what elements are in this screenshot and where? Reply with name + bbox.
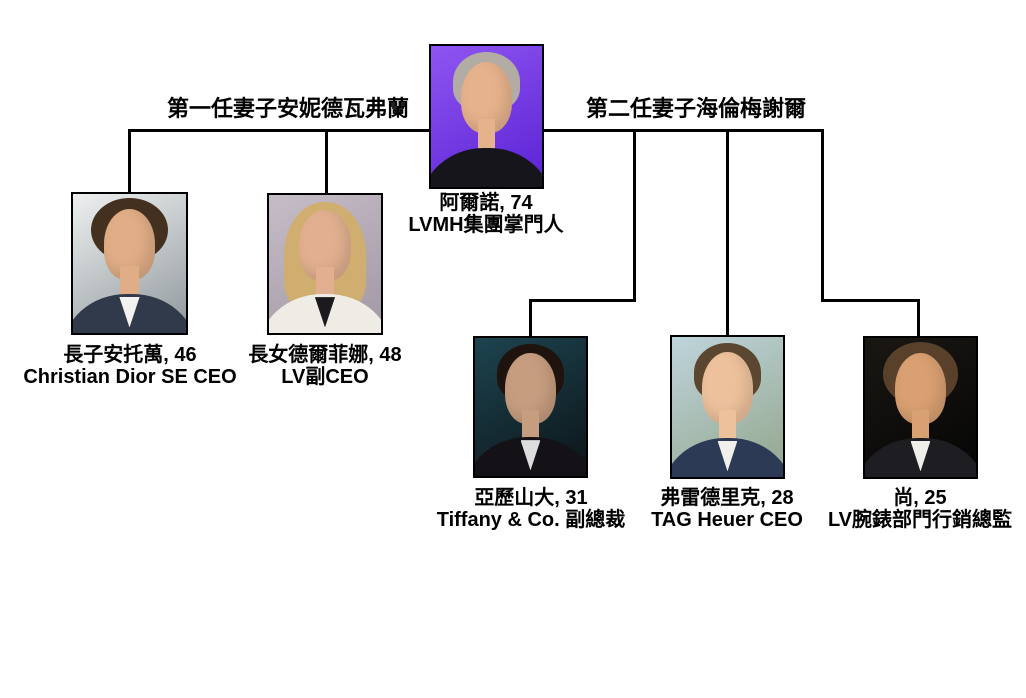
person-name: 長女德爾菲娜, 48 — [248, 344, 402, 366]
portrait-neck — [911, 410, 930, 444]
connector-alexandre-jog — [529, 299, 636, 302]
portrait-neck — [120, 266, 139, 300]
connector-jean-jog — [821, 299, 920, 302]
connector-wife2-horizontal — [543, 129, 824, 132]
label-second-wife: 第二任妻子海倫梅謝爾 — [585, 96, 806, 121]
caption-frederic: 弗雷德里克, 28 TAG Heuer CEO — [567, 487, 887, 531]
person-role: Tiffany & Co. 副總裁 — [436, 509, 626, 531]
person-role: TAG Heuer CEO — [651, 509, 803, 531]
caption-jean: 尚, 25 LV腕錶部門行銷總監 — [760, 487, 1026, 531]
label-first-wife: 第一任妻子安妮德瓦弗蘭 — [166, 96, 409, 121]
person-name: 長子安托萬, 46 — [63, 344, 197, 366]
connector-alexandre-vertical-upper — [633, 129, 636, 302]
caption-delphine: 長女德爾菲娜, 48 LV副CEO — [165, 344, 485, 388]
photo-alexandre — [473, 336, 588, 478]
connector-jean-vertical-upper — [821, 129, 824, 302]
person-name: 弗雷德里克, 28 — [660, 487, 794, 509]
portrait-neck — [521, 409, 540, 443]
connector-antoine-vertical — [128, 129, 131, 193]
photo-antoine — [71, 192, 188, 335]
caption-arnault: 阿爾諾, 74 LVMH集團掌門人 — [326, 192, 646, 236]
connector-wife1-horizontal — [128, 129, 431, 132]
person-name: 阿爾諾, 74 — [439, 192, 533, 214]
connector-delphine-vertical — [325, 129, 328, 194]
photo-frederic — [670, 335, 785, 479]
person-role: LV副CEO — [281, 366, 369, 388]
connector-jean-vertical-lower — [917, 299, 920, 337]
person-role: Christian Dior SE CEO — [23, 366, 237, 388]
portrait-neck — [477, 119, 496, 154]
person-role: LVMH集團掌門人 — [408, 214, 564, 236]
person-name: 尚, 25 — [893, 487, 947, 509]
photo-delphine — [267, 193, 383, 335]
connector-alexandre-vertical-lower — [529, 299, 532, 337]
caption-antoine: 長子安托萬, 46 Christian Dior SE CEO — [0, 344, 290, 388]
photo-jean — [863, 336, 978, 479]
person-name: 亞歷山大, 31 — [474, 487, 588, 509]
portrait-neck — [718, 409, 737, 444]
person-role: LV腕錶部門行銷總監 — [827, 509, 1013, 531]
portrait-neck — [316, 266, 334, 300]
connector-frederic-vertical — [726, 129, 729, 336]
caption-alexandre: 亞歷山大, 31 Tiffany & Co. 副總裁 — [371, 487, 691, 531]
photo-arnault — [429, 44, 544, 189]
